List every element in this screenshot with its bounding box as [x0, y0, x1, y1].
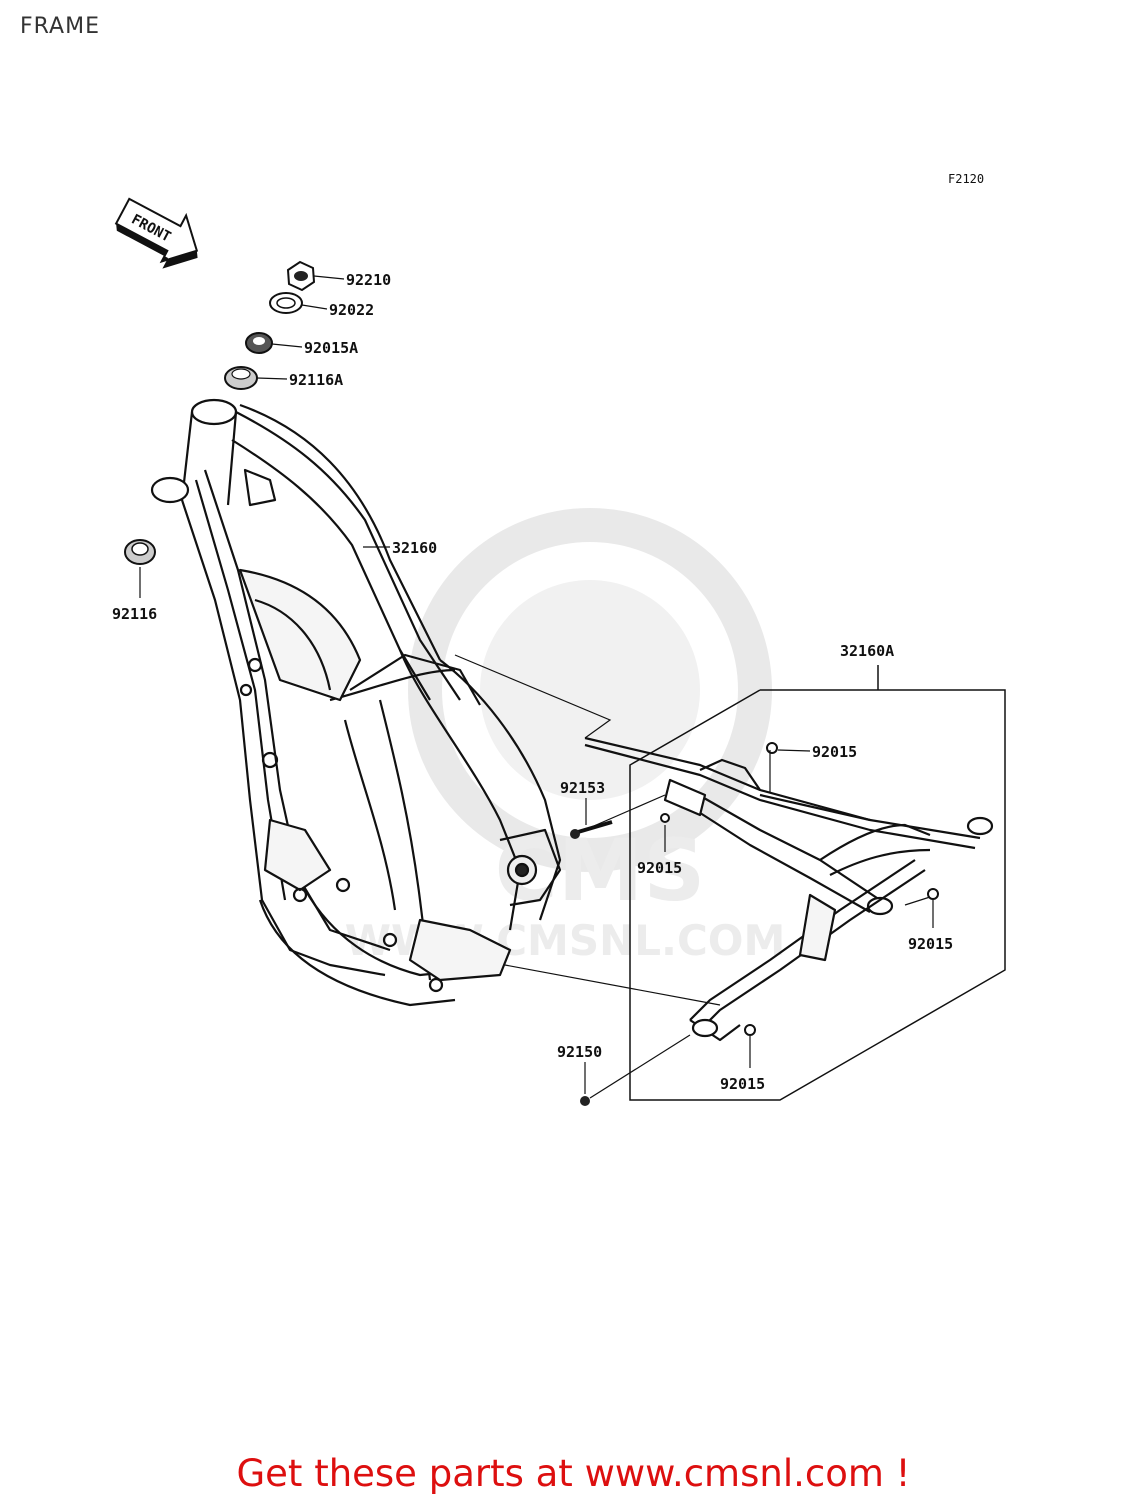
assembly-bracket-32160A — [629, 665, 1006, 1101]
part-label-32160A: 32160A — [840, 642, 894, 660]
front-arrow: FRONT — [114, 197, 199, 269]
part-label-32160: 32160 — [392, 539, 437, 557]
bearing-92116A — [224, 366, 258, 390]
main-frame-32160 — [150, 398, 562, 1007]
part-label-92210: 92210 — [346, 271, 391, 289]
watermark: CMS WWW.CMSNL.COM — [345, 508, 785, 965]
nut-92015-mid — [660, 813, 670, 823]
part-label-92015-top: 92015 — [812, 743, 857, 761]
part-label-92116: 92116 — [112, 605, 157, 623]
part-label-92116A: 92116A — [289, 371, 343, 389]
page-title: FRAME — [20, 14, 100, 39]
callout-leaders — [139, 275, 934, 1094]
bearing-92116 — [124, 539, 156, 565]
figure-code: F2120 — [948, 172, 985, 186]
part-label-92153: 92153 — [560, 779, 605, 797]
part-label-92150: 92150 — [557, 1043, 602, 1061]
bolt-92150 — [580, 1096, 590, 1106]
part-label-92015-right: 92015 — [908, 935, 953, 953]
cmsnl-parts-link[interactable]: Get these parts at www.cmsnl.com ! — [236, 1452, 911, 1495]
part-label-92022: 92022 — [329, 301, 374, 319]
locknut-92015A — [245, 332, 273, 354]
part-label-92015-bottom: 92015 — [720, 1075, 765, 1093]
part-label-92015A: 92015A — [304, 339, 358, 357]
nut-92015-top — [766, 742, 778, 754]
sub-frame-32160A — [584, 736, 994, 1042]
part-label-92015-mid: 92015 — [637, 859, 682, 877]
washer-92022 — [269, 292, 303, 314]
stem-nut-92210 — [286, 260, 316, 292]
assembly-leader-lines — [454, 654, 931, 1099]
nut-92015-bottom — [744, 1024, 756, 1036]
nut-92015-right — [927, 888, 939, 900]
